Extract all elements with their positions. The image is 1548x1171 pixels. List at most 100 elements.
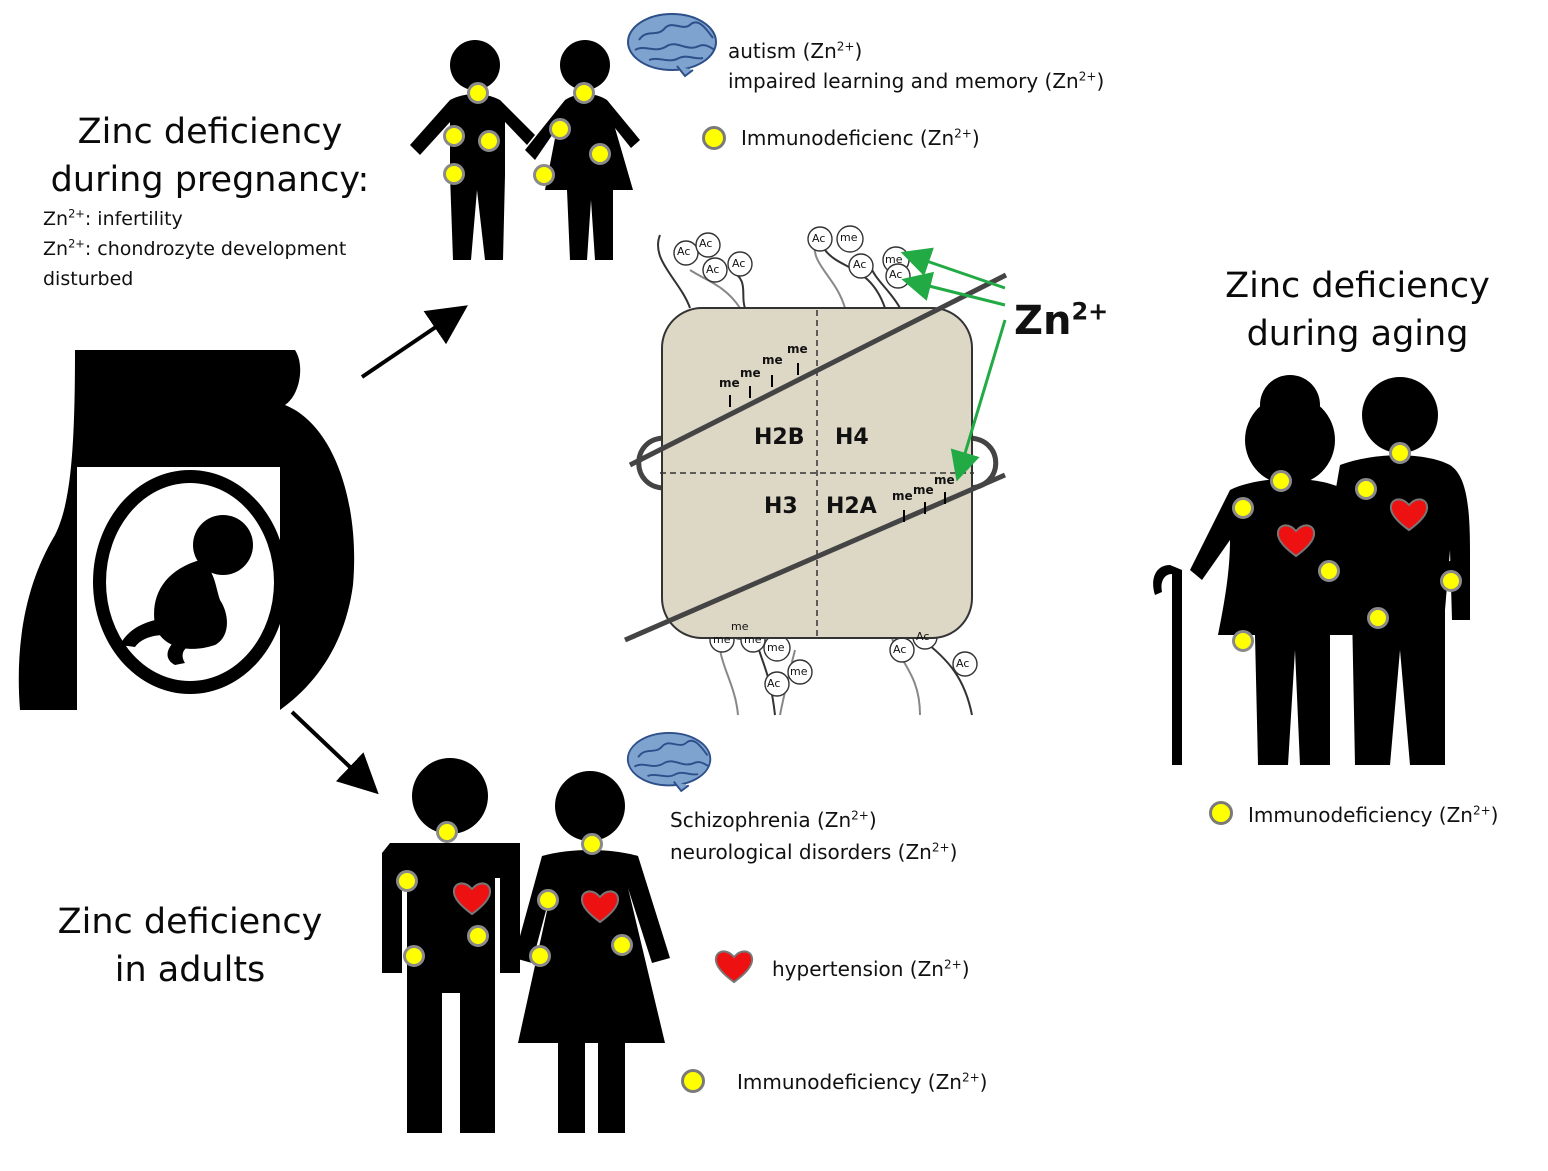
- zn-charge: 2+: [68, 236, 85, 251]
- elderly-couple-icon: [1153, 375, 1470, 765]
- acetyl-mark: Ac: [956, 657, 970, 670]
- zn-charge: 2+: [851, 808, 869, 823]
- acetyl-mark: Ac: [732, 257, 746, 270]
- adults-title-line1: Zinc deficiency: [57, 902, 323, 942]
- methyl-mark: me: [767, 641, 785, 654]
- zn-charge: 2+: [68, 206, 85, 221]
- immune-dot-marker: [611, 934, 633, 956]
- legend-immune-dot: [702, 126, 726, 150]
- heart-icon: [1389, 498, 1429, 532]
- methyl-mark: me: [892, 489, 913, 503]
- adult-immunodeficiency-label: Immunodeficiency (Zn2+): [737, 1070, 987, 1094]
- immune-dot-marker: [1232, 630, 1254, 652]
- label-h2b: H2B: [754, 425, 805, 450]
- methyl-mark: me: [731, 620, 749, 633]
- brain-icon: [627, 13, 717, 78]
- methyl-mark: me: [762, 353, 783, 367]
- pregnancy-title: Zinc deficiency during pregnancy:: [30, 108, 390, 204]
- histone-marks-top: [673, 225, 911, 289]
- label-text: Immunodeficiency (Zn: [1248, 803, 1473, 827]
- legend-immune-dot: [681, 1069, 705, 1093]
- label-close: ): [868, 808, 877, 832]
- immune-dot-marker: [529, 945, 551, 967]
- label-h2a: H2A: [826, 494, 877, 519]
- methyl-mark: me: [713, 633, 731, 646]
- aging-title-line2: during aging: [1246, 314, 1469, 354]
- adult-neuro-disorders: Schizophrenia (Zn2+) neurological disord…: [670, 804, 957, 868]
- immune-dot-marker: [1232, 497, 1254, 519]
- zn-charge: 2+: [1078, 69, 1097, 84]
- aging-immunodeficiency-label: Immunodeficiency (Zn2+): [1248, 803, 1498, 827]
- heart-icon: [580, 890, 620, 924]
- adult-couple-icon: [382, 758, 670, 1133]
- child-immunodeficiency-label: Immunodeficienc (Zn2+): [741, 126, 980, 150]
- brain-icon: [626, 731, 712, 793]
- immune-dot-marker: [1389, 442, 1411, 464]
- immune-dot-marker: [1367, 607, 1389, 629]
- label-text: impaired learning and memory (Zn: [728, 69, 1079, 93]
- pregnancy-note-disturbed: disturbed: [43, 268, 134, 290]
- immune-dot-marker: [549, 118, 571, 140]
- zn-charge: 2+: [1071, 297, 1109, 326]
- pregnant-woman-icon: [18, 350, 355, 715]
- schizophrenia-label: Schizophrenia (Zn2+): [670, 804, 957, 836]
- methyl-mark: me: [934, 473, 955, 487]
- acetyl-mark: Ac: [889, 268, 903, 281]
- immune-dot-marker: [581, 833, 603, 855]
- immune-dot-marker: [467, 82, 489, 104]
- immune-dot-marker: [467, 925, 489, 947]
- acetyl-mark: Ac: [677, 245, 691, 258]
- immune-dot-marker: [573, 82, 595, 104]
- methyl-mark: me: [790, 665, 808, 678]
- pregnancy-notes: Zn2+: infertility Zn2+: chondrozyte deve…: [43, 204, 346, 294]
- immune-dot-marker: [1270, 470, 1292, 492]
- note-text: : infertility: [84, 208, 183, 230]
- heart-icon: [452, 882, 492, 916]
- adults-title-line2: in adults: [114, 950, 266, 990]
- note-text: : chondrozyte development: [84, 238, 347, 260]
- learning-memory-label: impaired learning and memory (Zn2+): [728, 66, 1104, 96]
- neurological-label: neurological disorders (Zn2+): [670, 836, 957, 868]
- immune-dot-marker: [1440, 570, 1462, 592]
- methyl-mark: me: [740, 366, 761, 380]
- zn-symbol: Zn: [1014, 298, 1072, 344]
- immune-dot-marker: [589, 143, 611, 165]
- label-text: Schizophrenia (Zn: [670, 808, 852, 832]
- label-close: ): [854, 39, 863, 63]
- label-text: autism (Zn: [728, 39, 837, 63]
- label-close: ): [979, 1070, 988, 1094]
- methyl-mark: me: [744, 633, 762, 646]
- label-close: ): [1490, 803, 1499, 827]
- immune-dot-marker: [403, 945, 425, 967]
- pregnancy-title-line2: during pregnancy:: [50, 160, 370, 200]
- zn-charge: 2+: [943, 957, 962, 972]
- immune-dot-marker: [443, 125, 465, 147]
- label-text: Immunodeficienc (Zn: [741, 126, 955, 150]
- zn-charge: 2+: [836, 39, 855, 54]
- arrows-from-pregnancy: [290, 305, 468, 795]
- immune-dot-marker: [436, 821, 458, 843]
- pregnancy-title-line1: Zinc deficiency: [77, 112, 343, 152]
- nucleosome-diagram: [624, 225, 1008, 716]
- zinc-ion-label: Zn2+: [1014, 298, 1108, 344]
- zn-charge: 2+: [1472, 803, 1491, 818]
- children-figures-icon: [410, 40, 640, 260]
- adults-title: Zinc deficiency in adults: [35, 898, 345, 994]
- methyl-mark: me: [885, 253, 903, 266]
- methyl-mark: me: [787, 342, 808, 356]
- child-disorders: autism (Zn2+) impaired learning and memo…: [728, 36, 1104, 96]
- zn-symbol: Zn: [43, 238, 69, 260]
- acetyl-mark: Ac: [767, 677, 781, 690]
- acetyl-mark: Ac: [916, 630, 930, 643]
- heart-icon: [1276, 524, 1316, 558]
- label-text: hypertension (Zn: [772, 957, 944, 981]
- acetyl-mark: Ac: [853, 258, 867, 271]
- acetyl-mark: Ac: [812, 232, 826, 245]
- immune-dot-marker: [396, 870, 418, 892]
- legend-immune-dot: [1209, 801, 1233, 825]
- pregnancy-note-infertility: Zn2+: infertility: [43, 204, 346, 234]
- immune-dot-marker: [478, 130, 500, 152]
- label-text: neurological disorders (Zn: [670, 840, 932, 864]
- acetyl-mark: Ac: [699, 237, 713, 250]
- legend-heart-icon: [714, 950, 754, 984]
